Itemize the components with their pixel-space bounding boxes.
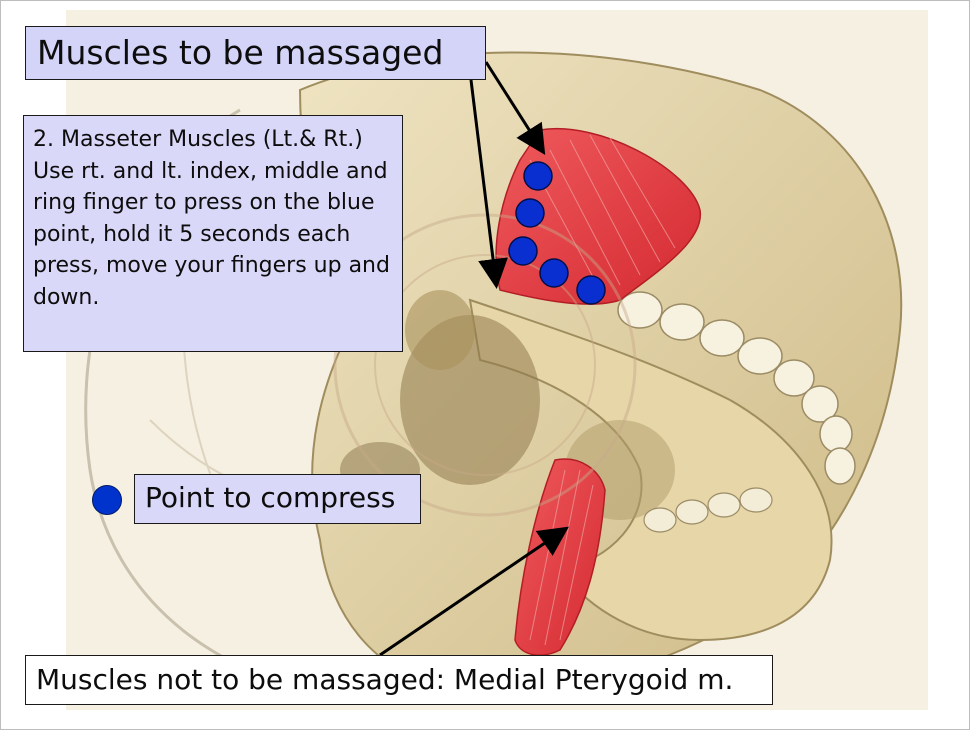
instruction-text: 2. Masseter Muscles (Lt.& Rt.) Use rt. a… [23, 115, 403, 352]
compress-point [508, 236, 538, 266]
legend-marker-icon [92, 485, 122, 515]
compress-point [523, 161, 553, 191]
arrow-to-pterygoid [379, 526, 569, 657]
teeth-upper [617, 291, 856, 485]
compress-points [508, 161, 606, 305]
watermark-seal [333, 213, 637, 517]
arrow-to-masseter-upper [484, 61, 546, 156]
arrow-to-masseter-lower [469, 79, 508, 289]
compress-point [515, 198, 545, 228]
title-label: Muscles to be massaged [25, 26, 486, 80]
footer-label: Muscles not to be massaged: Medial Ptery… [25, 655, 773, 705]
teeth-lower [643, 487, 773, 533]
legend-label: Point to compress [134, 474, 421, 524]
compress-point [576, 275, 606, 305]
compress-point [539, 258, 569, 288]
medial-pterygoid-muscle [514, 458, 606, 656]
